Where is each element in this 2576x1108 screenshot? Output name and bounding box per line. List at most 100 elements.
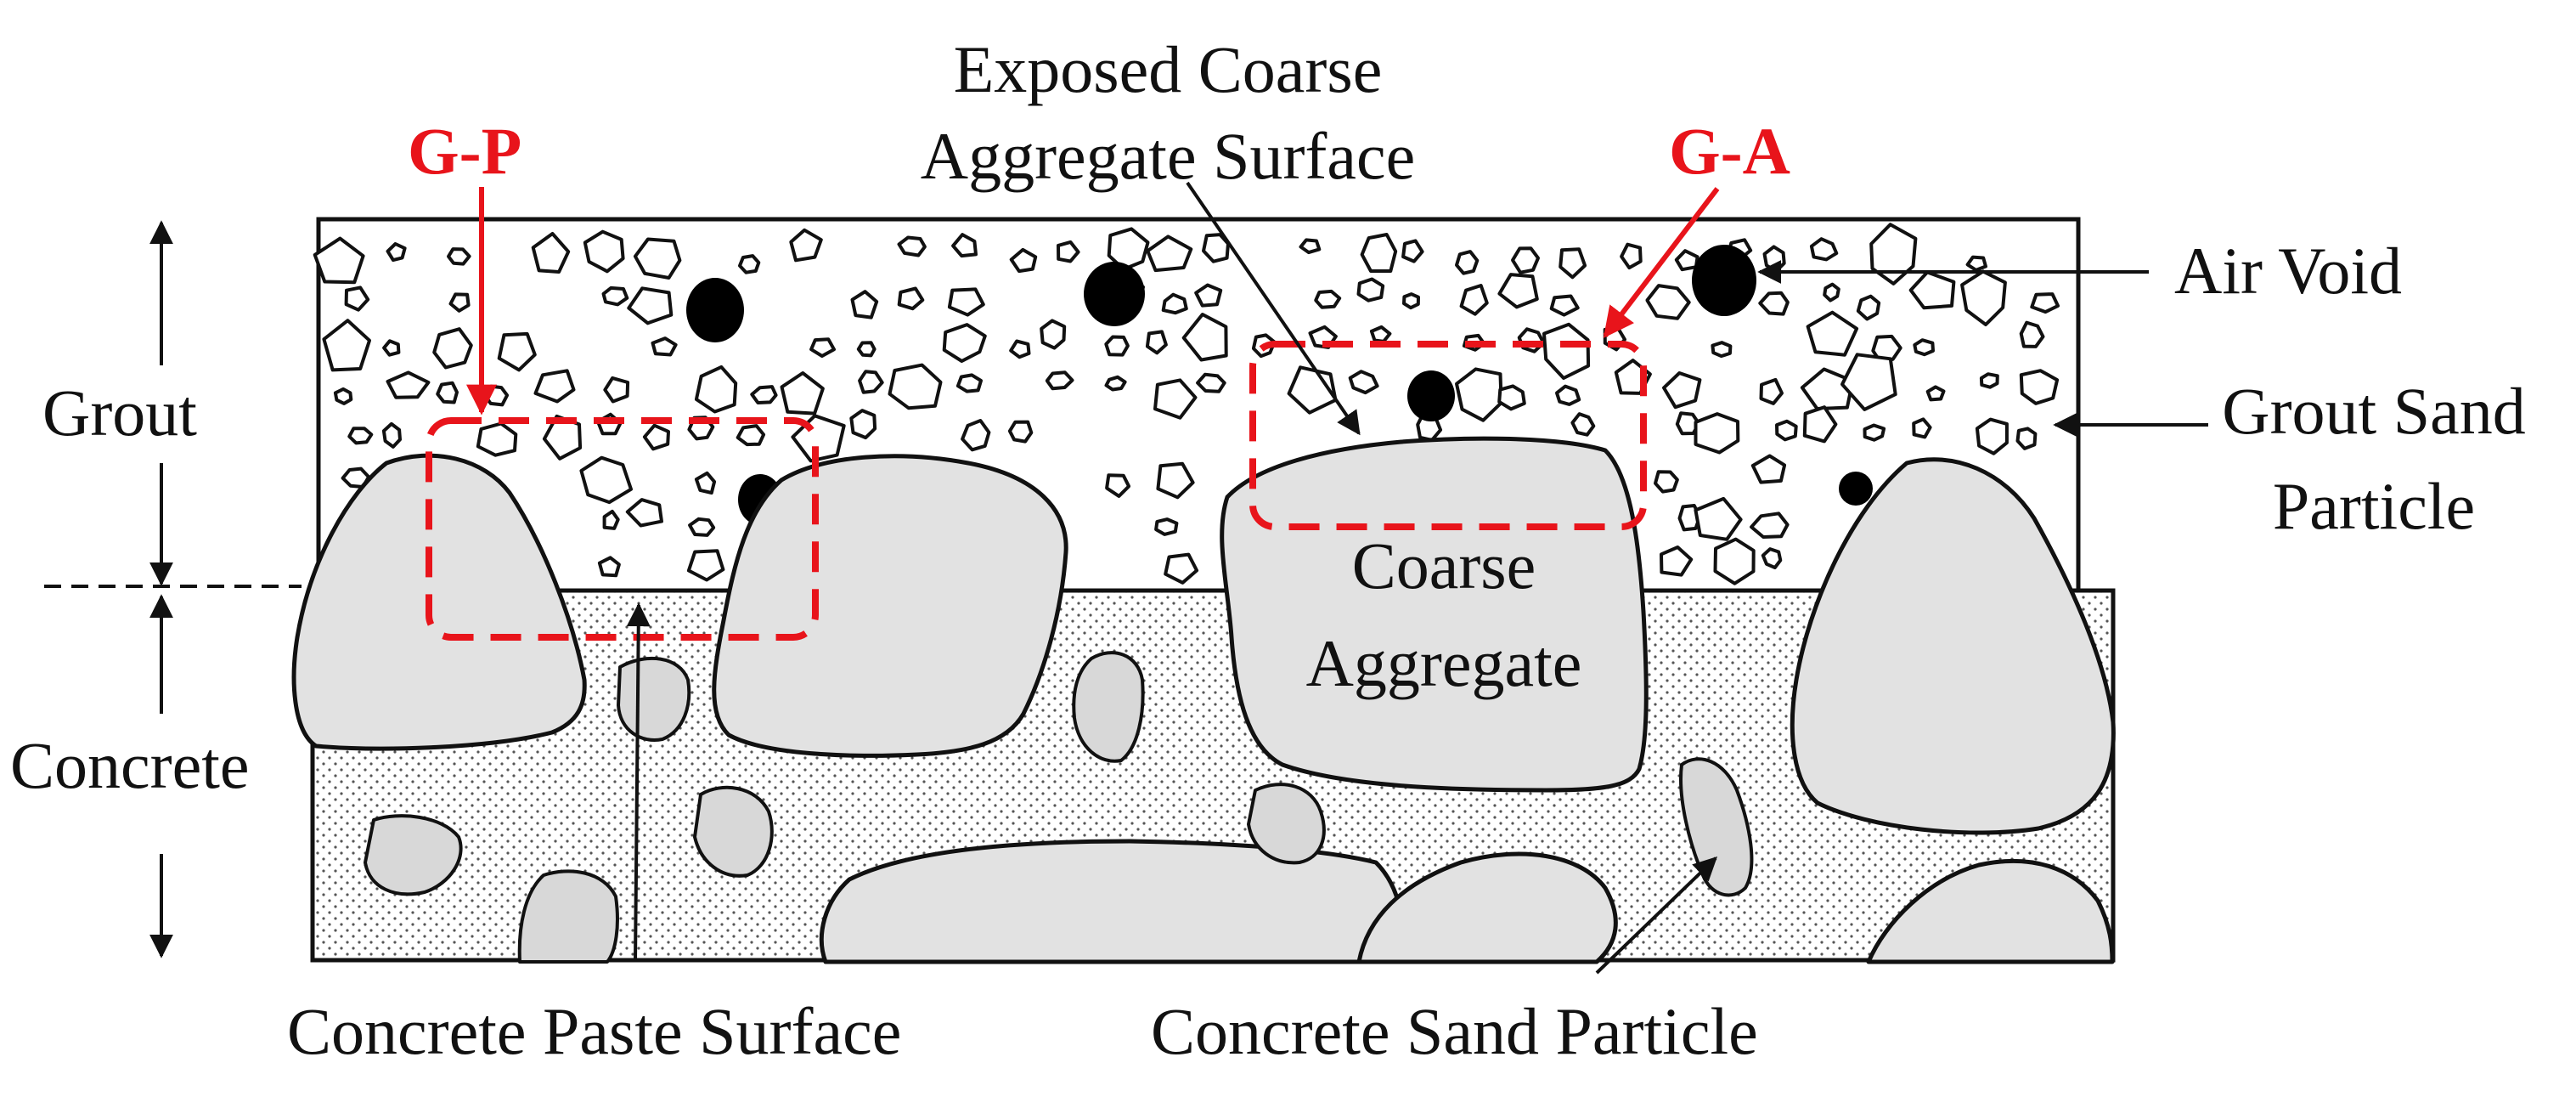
grout-sand-particle xyxy=(344,285,370,312)
grout-sand-particle xyxy=(688,517,716,537)
grout-sand-particle xyxy=(686,549,725,582)
grout-sand-particle xyxy=(1559,247,1587,280)
grout-sand-particle xyxy=(1809,237,1839,262)
grout-sand-particle xyxy=(1104,375,1127,392)
grout-sand-particle xyxy=(1145,330,1168,355)
coarse-aggregate xyxy=(712,454,1068,758)
grout-sand-particle xyxy=(1856,294,1881,321)
grout-sand-particle xyxy=(1908,270,1956,310)
grout-sand-particle xyxy=(1164,552,1199,585)
grout-sand-particle xyxy=(1497,384,1526,411)
coarse-aggregate xyxy=(819,839,1406,964)
grout-sand-particle xyxy=(1181,313,1228,362)
grout-sand-particle xyxy=(448,292,471,313)
grout-sand-particle xyxy=(322,319,371,372)
grout-sand-particle xyxy=(1758,291,1790,316)
grout-sand-particle xyxy=(1057,240,1080,263)
grout-sand-particle xyxy=(1040,319,1067,350)
grout-sand-particle xyxy=(497,331,537,372)
grout-sand-particle xyxy=(313,236,365,285)
coarse-aggregate xyxy=(1866,858,2115,964)
grout-sand-particle xyxy=(1925,385,1946,402)
concrete-sand-label: Concrete Sand Particle xyxy=(1151,994,1758,1068)
grout-sand-particle xyxy=(1287,365,1338,415)
coarse-aggregate-label-line2: Aggregate xyxy=(1305,626,1582,700)
coarse-aggregate xyxy=(1790,457,2116,835)
exposed-surface-label-line2: Aggregate Surface xyxy=(920,119,1416,193)
grout-sand-particle xyxy=(432,327,473,370)
grout-sand-particle xyxy=(1009,247,1038,274)
grout-sand-particle xyxy=(1196,372,1226,393)
grout-sand-particle xyxy=(1759,377,1784,405)
grout-sand-particle xyxy=(694,471,717,495)
grout-sand-particle xyxy=(602,509,620,530)
grout-sand-particle xyxy=(961,419,991,452)
grout-sand-particle xyxy=(1711,341,1733,359)
grout-layer xyxy=(313,217,2081,593)
concrete-paste-arrow xyxy=(626,602,651,963)
grout-sand-particle xyxy=(476,421,518,457)
grout-sand-particle xyxy=(1202,233,1230,263)
grout-sand-particle xyxy=(597,556,621,578)
grout-sand-particle xyxy=(1750,512,1790,539)
gp-region xyxy=(426,417,819,641)
grout-sand-particle xyxy=(1549,294,1580,317)
grout-sand-particle xyxy=(601,285,629,307)
grout-sand-particle xyxy=(1694,412,1740,455)
grout-sand-particle xyxy=(579,455,633,505)
grout-sand-particle xyxy=(386,370,431,399)
grout-sand-particle xyxy=(1153,378,1198,420)
exposed-surface-label-line1: Exposed Coarse xyxy=(953,32,1383,106)
grout-sand-particle xyxy=(1511,246,1540,274)
grout-sand-particle xyxy=(1105,473,1131,498)
grout-sand-particle xyxy=(583,229,625,274)
grout-sand-particle xyxy=(386,242,407,263)
ga-leader xyxy=(1603,187,1720,338)
grout-sand-particle xyxy=(1555,384,1581,406)
grout-sand-particle xyxy=(1800,367,1855,410)
grout-sand-particle xyxy=(1975,417,2009,455)
grout-sand-particle xyxy=(1979,372,1999,389)
grout-sand-particle xyxy=(333,387,353,405)
grout-sand-particle xyxy=(1104,335,1130,357)
grout-sand-particle xyxy=(1154,517,1179,536)
grout-sand-label-line2: Particle xyxy=(2272,469,2476,543)
grout-sand-particle xyxy=(1761,547,1783,569)
grout-sand-particle xyxy=(1645,284,1691,320)
grout-sand-particle xyxy=(2015,427,2038,450)
grout-sand-particle xyxy=(1459,284,1489,316)
grout-sand-particle xyxy=(1775,419,1798,442)
grout-sand-particle xyxy=(888,363,943,410)
grout-sand-particle xyxy=(1517,327,1546,353)
grout-sand-particle xyxy=(897,235,927,257)
grout-sand-particle xyxy=(627,286,674,325)
grout-sand-particle xyxy=(955,373,983,393)
grout-sand-particle xyxy=(897,286,925,311)
concrete-paste-label: Concrete Paste Surface xyxy=(287,994,902,1068)
concrete-sand-particles xyxy=(364,651,1754,964)
grout-sand-particle xyxy=(780,371,825,416)
grout-sand-particle xyxy=(1009,339,1031,359)
grout-sand-particle xyxy=(750,385,778,404)
exposed-surface-arrow xyxy=(1186,181,1361,436)
grout-sand-particle xyxy=(382,339,401,357)
grout-sand-particle xyxy=(1802,405,1838,444)
coarse-aggregate xyxy=(291,453,587,751)
grout-sand-particle xyxy=(1570,412,1596,437)
grout-sand-particle xyxy=(1401,239,1424,263)
grout-sand-particle xyxy=(738,254,761,274)
grout-sand-particle xyxy=(533,369,576,404)
grout-sand-particle xyxy=(1620,242,1643,270)
coarse-aggregates xyxy=(291,436,2116,964)
coarse-aggregate xyxy=(1220,436,1649,793)
concrete-sand-arrow xyxy=(1595,856,1718,975)
grout-sand-particle xyxy=(1356,277,1385,302)
grout-sand-particle xyxy=(651,336,678,357)
grout-sand-particle xyxy=(951,233,978,258)
grout-sand-particle xyxy=(1869,223,1918,285)
grout-sand-particle xyxy=(1348,370,1379,395)
grout-sand-particle xyxy=(858,370,884,394)
grout-sand-particle xyxy=(1107,227,1150,271)
grout-sand-particle xyxy=(531,232,571,274)
grout-sand-particle xyxy=(736,424,766,447)
